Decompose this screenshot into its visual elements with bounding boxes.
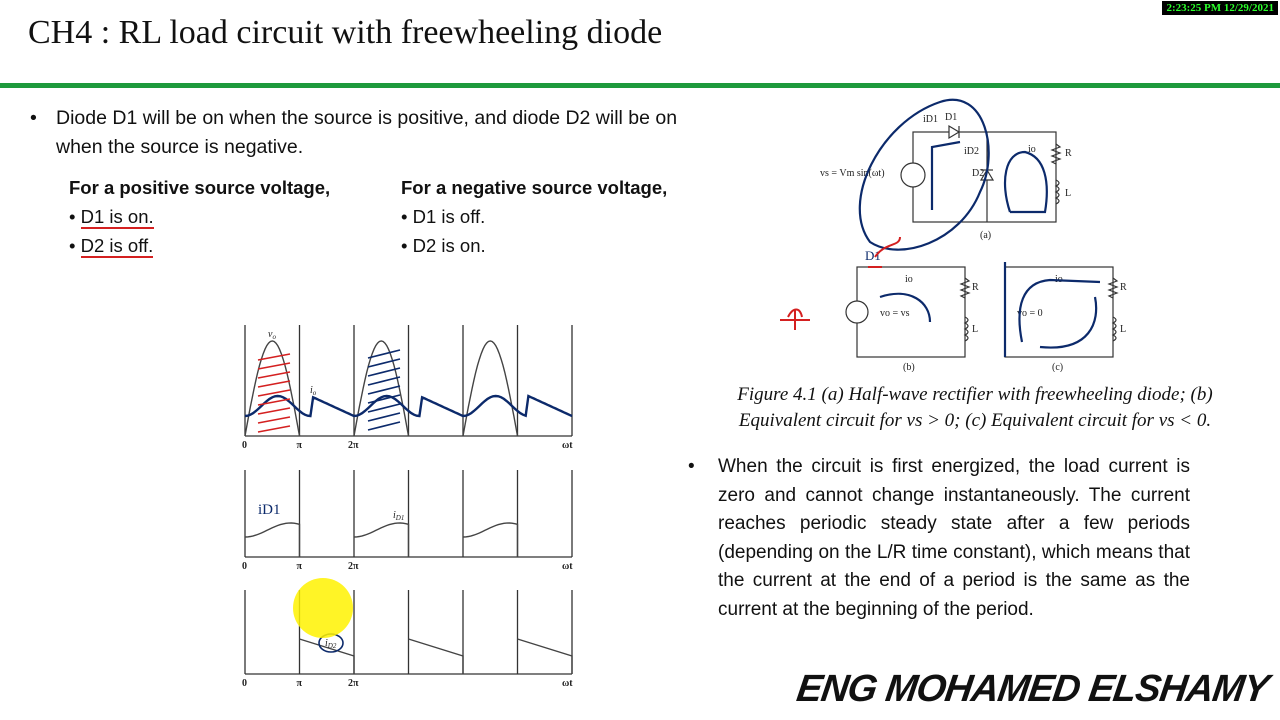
label-b: (b) (903, 362, 915, 372)
vo-label: vo (268, 329, 276, 341)
hand-d1-label: D1 (865, 248, 881, 263)
positive-item: D2 is off. (80, 235, 154, 258)
red-hatch (257, 371, 291, 379)
label-c: (c) (1052, 362, 1063, 372)
vo-0-label: vo = 0 (1017, 308, 1043, 319)
timestamp: 2:23:25 PM 12/29/2021 (1162, 1, 1278, 15)
blue-hatch (367, 349, 401, 359)
d1-label: D1 (945, 112, 957, 123)
id1-label: iD1 (923, 114, 938, 125)
positive-item: D1 is on. (80, 206, 154, 229)
bullet-text: Diode D1 will be on when the source is p… (56, 107, 678, 158)
red-hatch (257, 425, 291, 433)
red-hatch (257, 389, 291, 397)
slide-title: CH4 : RL load circuit with freewheeling … (28, 14, 663, 51)
red-source-mark (780, 308, 810, 330)
tick-label: 2π (348, 561, 359, 572)
io-label-b: io (905, 274, 913, 285)
vo-curve (244, 340, 519, 437)
id1-curve (353, 522, 410, 557)
tick-label: 2π (348, 678, 359, 689)
label-a: (a) (980, 230, 991, 241)
positive-source-list: For a positive source voltage, • D1 is o… (69, 177, 331, 258)
author-signature: ENG MOHAMED ELSHAMY (794, 668, 1272, 710)
d2-label: D2 (972, 168, 984, 179)
hand-id1-label: iD1 (258, 502, 281, 518)
vo-vs-label: vo = vs (880, 308, 910, 319)
blue-hatch (367, 376, 401, 386)
d1-diode-icon (948, 124, 961, 140)
id1-label: iD1 (393, 510, 404, 522)
r-label-c: R (1120, 282, 1127, 293)
cursor-highlight (293, 578, 353, 638)
waveform-grid (244, 325, 573, 675)
caption-line: Figure 4.1 (a) Half-wave rectifier with … (737, 384, 1213, 405)
red-arrow (874, 236, 901, 258)
io-label: io (310, 385, 317, 397)
tick-label: π (297, 440, 303, 451)
r-label: R (1065, 148, 1072, 159)
red-hatch (257, 398, 291, 406)
id2-curve (299, 638, 355, 674)
id1-curve (462, 522, 519, 557)
red-hatch (257, 416, 291, 424)
id2-curve (408, 638, 464, 674)
handwritten-annotations: D1 (858, 98, 1101, 357)
red-hatch (257, 407, 291, 415)
red-hatch (257, 380, 291, 388)
id2-label: iD2 (325, 638, 337, 650)
io-label: io (1028, 144, 1036, 155)
l-label-b: L (972, 324, 978, 335)
blue-hatch (367, 403, 401, 413)
positive-heading: For a positive source voltage, (69, 177, 331, 198)
steady-state-bullet: • When the circuit is first energized, t… (688, 453, 1190, 624)
red-hatch (257, 362, 291, 370)
l-label: L (1065, 188, 1071, 199)
l-label-c: L (1120, 324, 1126, 335)
tick-label: 2π (348, 440, 359, 451)
bullet-dot: • (688, 456, 695, 477)
id1-curve (244, 522, 301, 557)
blue-hatch (367, 367, 401, 377)
source-label: vs = Vm sin(ωt) (820, 168, 885, 179)
red-hatch (257, 353, 291, 361)
resistor-icon (1050, 143, 1062, 165)
bullet-dot: • (30, 107, 37, 129)
tick-label: π (297, 678, 303, 689)
circuit-diagram: vs = Vm sin(ωt) D1 iD1 iD2 D2 io R L (a)… (780, 98, 1127, 372)
blue-hatch (367, 358, 401, 368)
source-symbol (900, 162, 926, 188)
negative-source-list: For a negative source voltage, • D1 is o… (401, 177, 668, 256)
tick-label: ωt (562, 678, 573, 689)
negative-item: D1 is off. (412, 206, 486, 227)
blue-hatch (367, 385, 401, 395)
tick-label: ωt (562, 440, 573, 451)
tick-label: 0 (242, 561, 247, 572)
r-label-b: R (972, 282, 979, 293)
negative-item: D2 is on. (412, 235, 486, 256)
blue-hatch (367, 412, 401, 422)
ink-loop (858, 98, 990, 251)
title-divider (0, 83, 1280, 88)
blue-hatch (367, 421, 401, 431)
tick-label: 0 (242, 678, 247, 689)
figure-caption: Figure 4.1 (a) Half-wave rectifier with … (690, 382, 1260, 434)
tick-label: 0 (242, 440, 247, 451)
io-curve (244, 394, 573, 418)
tick-label: π (297, 561, 303, 572)
id2-label: iD2 (964, 146, 979, 157)
inductor-icon (1054, 179, 1060, 205)
blue-hatch (367, 394, 401, 404)
negative-heading: For a negative source voltage, (401, 177, 668, 198)
bullet-text: When the circuit is first energized, the… (718, 456, 1190, 620)
id2-curve (517, 638, 573, 674)
tick-label: ωt (562, 561, 573, 572)
caption-line: Equivalent circuit for vs > 0; (c) Equiv… (738, 410, 1212, 431)
diode-bullet: • Diode D1 will be on when the source is… (30, 104, 680, 162)
